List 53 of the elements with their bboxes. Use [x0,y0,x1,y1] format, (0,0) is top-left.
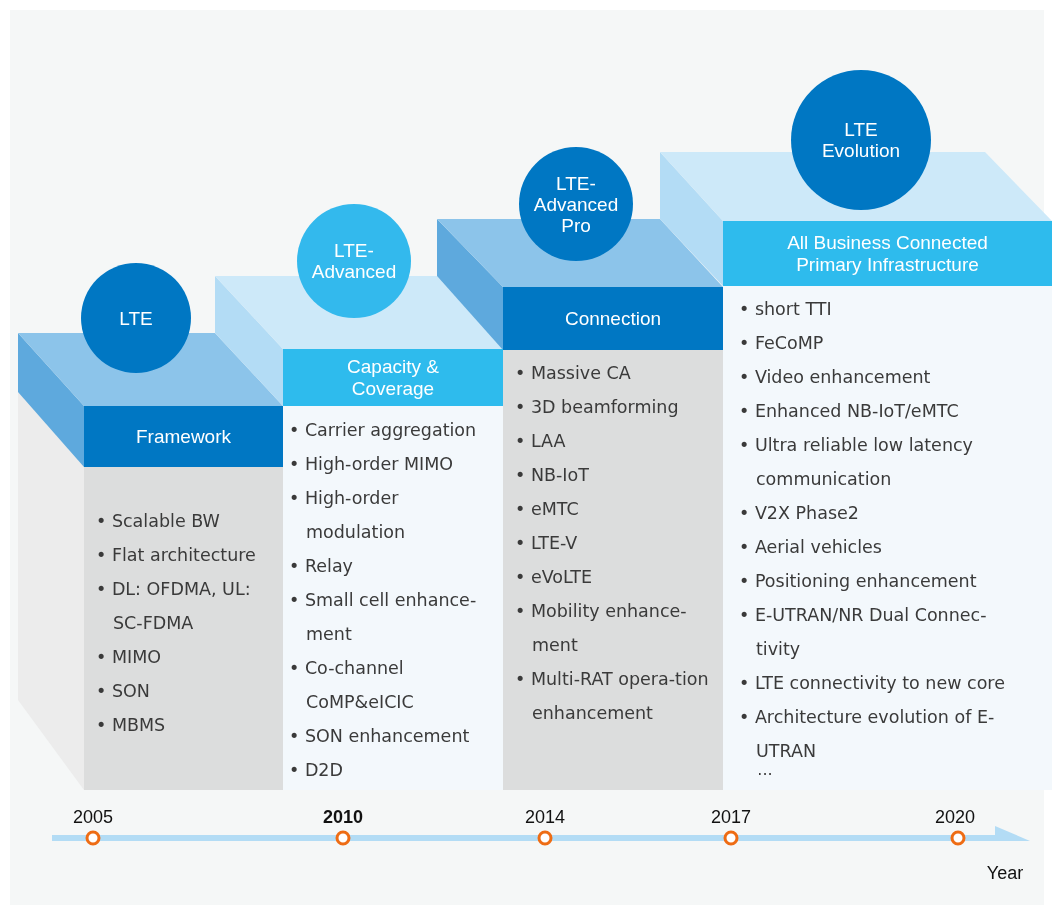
year-label: 2014 [525,808,565,826]
feature-item: • MBMS [96,714,167,737]
feature-item: • D2D [289,759,344,782]
feature-item: • MIMO [96,646,163,669]
header-bar: Connection [503,287,723,350]
year-label: 2020 [935,808,975,826]
feature-item: • V2X Phase2 [739,502,860,525]
feature-item: • 3D beamforming [515,396,680,419]
feature-item: • eMTC [515,498,580,521]
feature-item: • FeCoMP [739,332,825,355]
feature-item: • Aerial vehicles [739,536,883,559]
feature-item: • Enhanced NB-IoT/eMTC [739,400,960,423]
feature-item: • Mobility enhance-ment [515,600,688,657]
feature-item: • Co-channel CoMP&eICIC [289,657,415,714]
feature-item: • High-order MIMO [289,453,455,476]
feature-item: • Small cell enhance-ment [289,589,478,646]
feature-item: • SON enhancement [289,725,471,748]
stage-name: LTE Evolution [820,119,902,161]
year-label: 2010 [323,808,363,826]
feature-item: • LTE connectivity to new core [739,672,1006,695]
header-bar: Framework [84,406,283,467]
feature-item: • Positioning enhancement [739,570,978,593]
feature-item: • Architecture evolution of E-UTRAN [739,706,996,763]
feature-item: • Massive CA [515,362,632,385]
feature-item: • High-order modulation [289,487,407,544]
feature-item: • Flat architecture [96,544,257,567]
year-label: 2017 [711,808,751,826]
stage-name: LTE-Advanced [310,240,398,282]
feature-item: • LAA [515,430,567,453]
year-label: 2005 [73,808,113,826]
feature-panel [283,406,503,790]
feature-item: • DL: OFDMA, UL: SC-FDMA [96,578,252,635]
header-bar: Capacity & Coverage [283,349,503,406]
feature-item: • eVoLTE [515,566,594,589]
feature-item: • Multi-RAT opera-tion enhancement [515,668,710,725]
axis-label: Year [986,864,1024,882]
ellipsis-text: ... [757,762,773,778]
feature-item: • Carrier aggregation [289,419,478,442]
feature-panel [84,467,283,790]
stage-name: LTE [118,307,154,329]
feature-item: • Ultra reliable low latency communication [739,434,974,491]
feature-item: • NB-IoT [515,464,590,487]
feature-item: • E-UTRAN/NR Dual Connec-tivity [739,604,988,661]
stage-name: LTE-Advanced Pro [532,172,620,236]
feature-panel [503,350,724,790]
feature-item: • Video enhancement [739,366,932,389]
header-bar: All Business Connected Primary Infrastructure [723,221,1052,286]
feature-item: • Scalable BW [96,510,221,533]
feature-panel [723,286,1052,790]
feature-item: • Relay [289,555,354,578]
feature-item: • short TTI [739,298,833,321]
feature-item: • LTE-V [515,532,579,555]
feature-item: • SON [96,680,151,703]
